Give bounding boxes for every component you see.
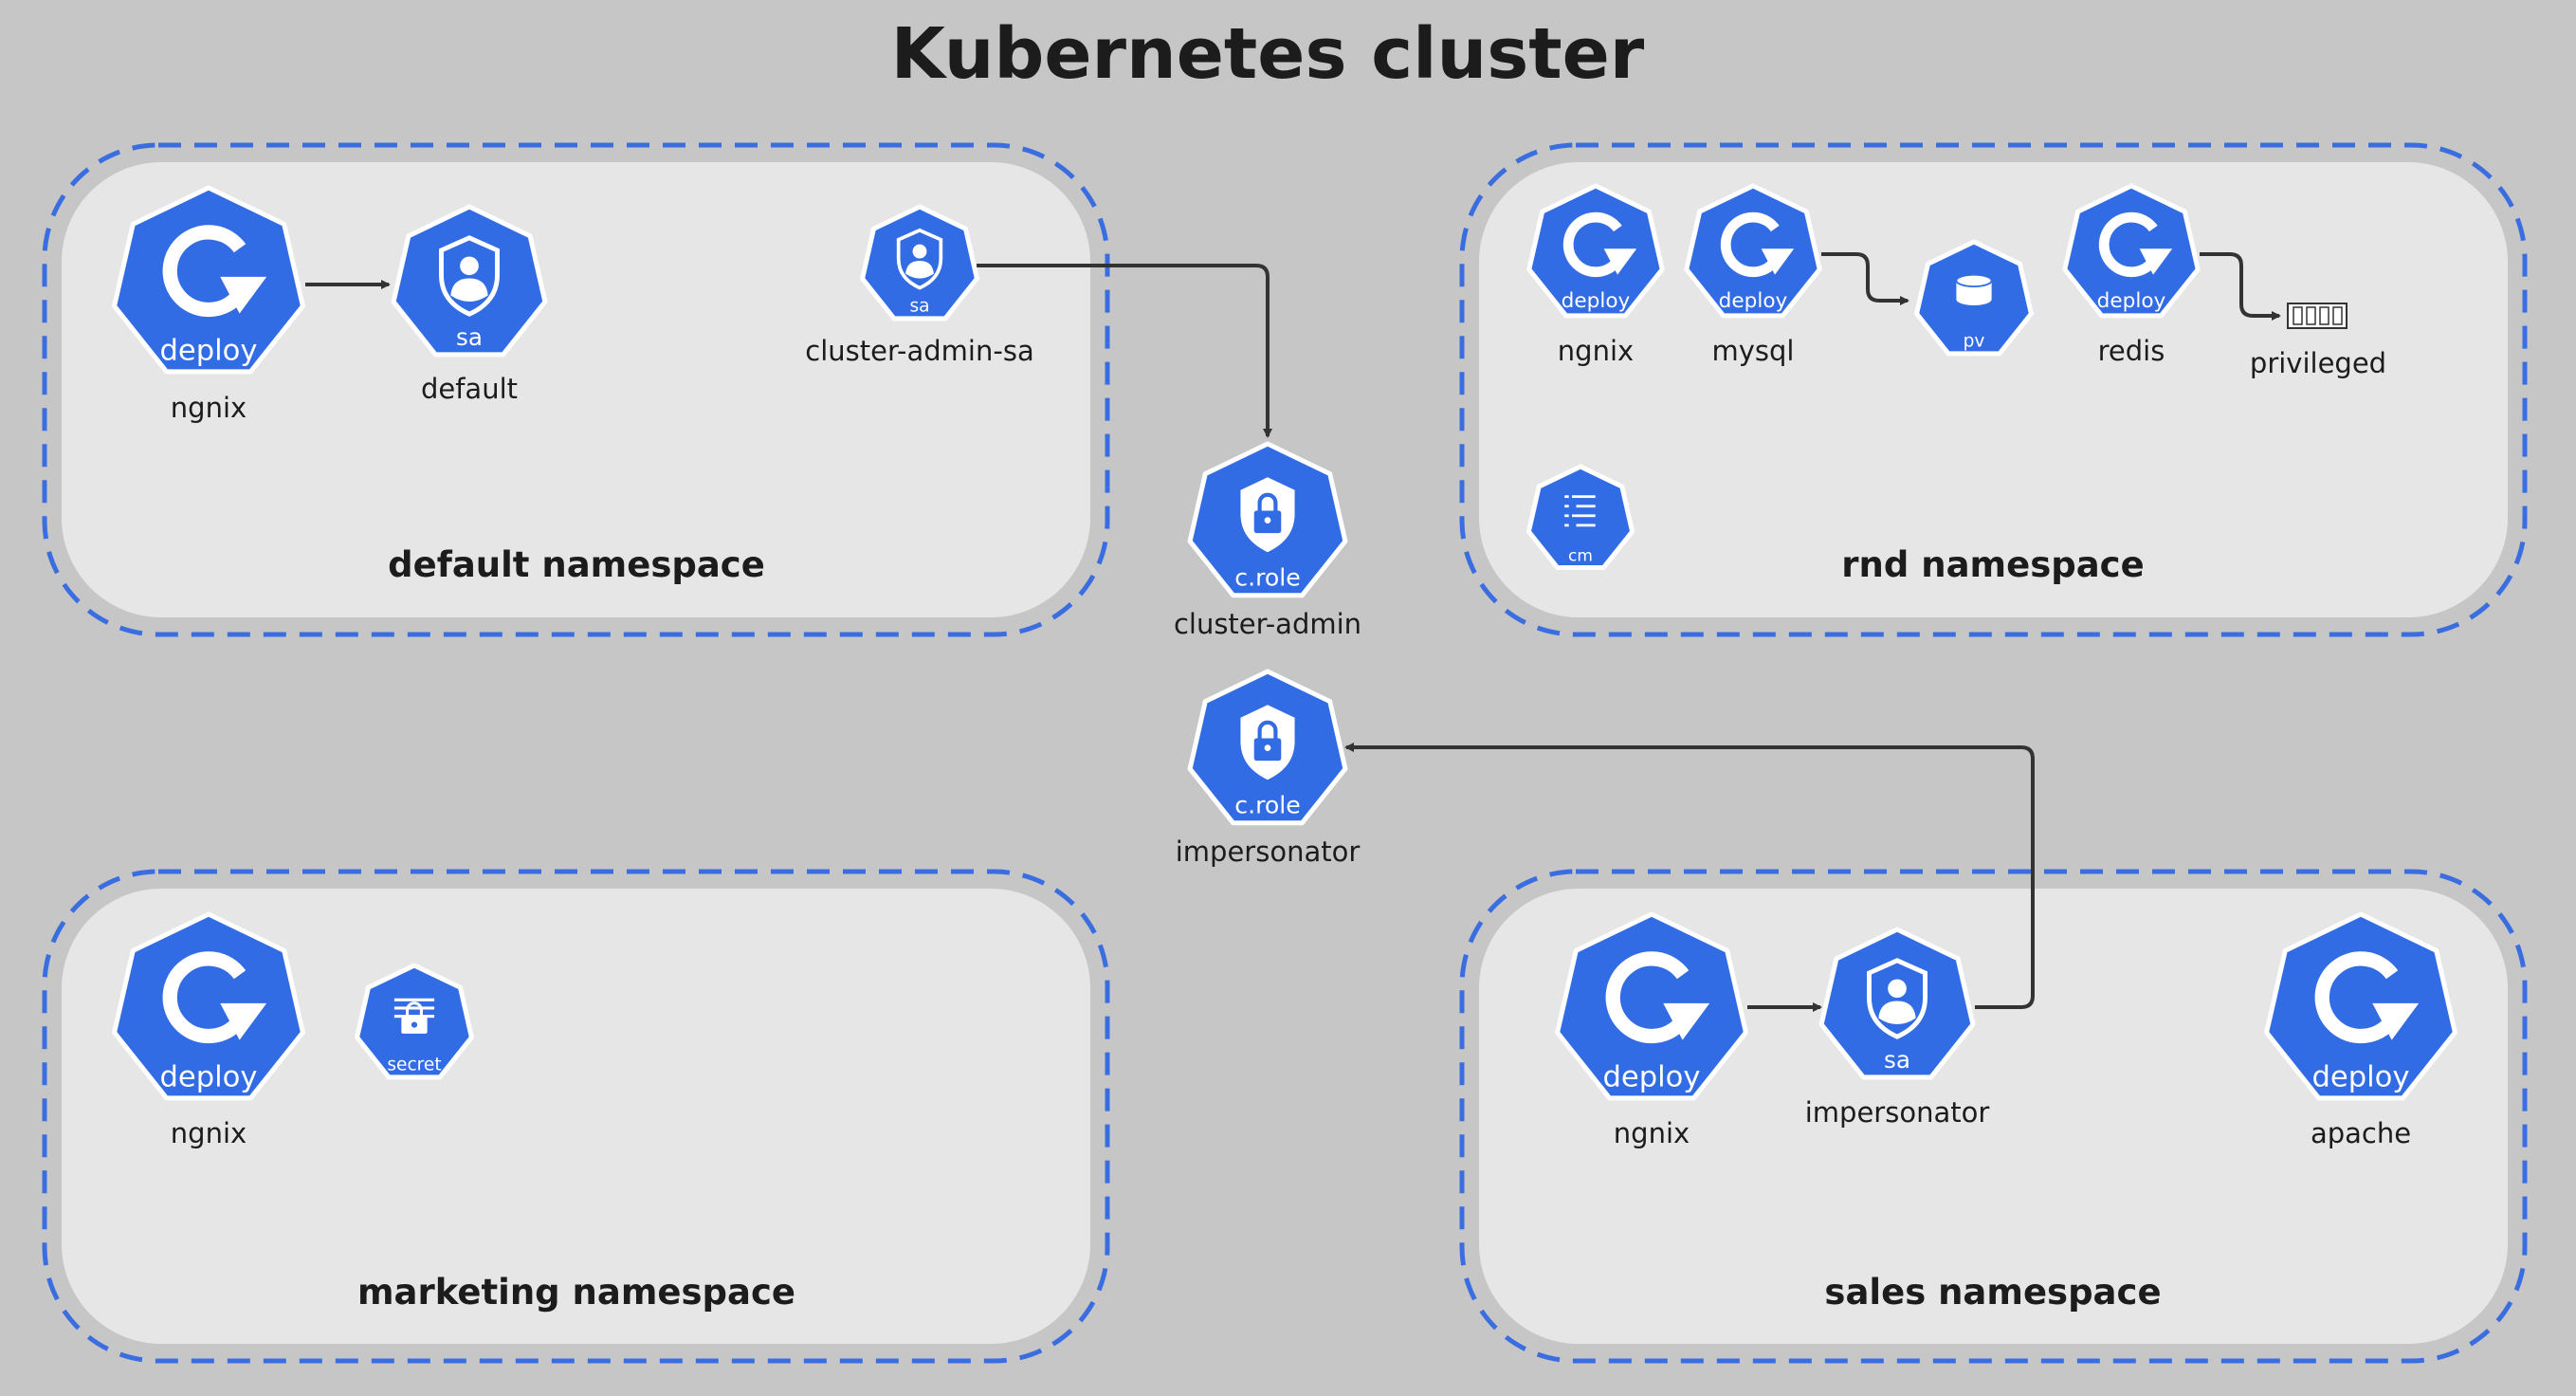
secret-icon [393, 998, 435, 1034]
node-shape [1684, 183, 1822, 319]
node-rnd-pv: pv [1914, 239, 2034, 357]
deploy-icon [1605, 951, 1710, 1044]
node-badge: deploy [1603, 1061, 1701, 1094]
nodes: deploy ngnix sa default sa cluster-admin-sa c.… [112, 183, 2457, 1149]
edges [305, 252, 2281, 1012]
deploy-icon [1562, 211, 1637, 278]
node-shape [1526, 183, 1665, 319]
node-rnd-cm: cm [1526, 464, 1635, 570]
node-badge: deploy [160, 1061, 258, 1094]
node-badge: cm [1568, 547, 1593, 566]
node-badge: deploy [160, 335, 258, 368]
node-badge: deploy [2312, 1061, 2410, 1094]
service-account-icon [1867, 958, 1927, 1039]
cluster-role-icon [1240, 705, 1295, 781]
node-sales-apache: deploy apache [2264, 911, 2457, 1149]
node-label: impersonator [1805, 1096, 1990, 1129]
namespace-label: rnd namespace [1841, 544, 2144, 585]
namespace-label: default namespace [388, 544, 765, 585]
configmap-icon [1564, 495, 1596, 527]
node-default-ngnix: deploy ngnix [112, 185, 305, 424]
node-label: cluster-admin [1174, 608, 1361, 640]
node-label: default [421, 373, 518, 405]
edge-sa-to-impersonator-role [1344, 743, 2035, 1009]
node-badge: pv [1964, 331, 1985, 351]
deploy-icon [1720, 211, 1795, 278]
node-shape [1555, 911, 1748, 1101]
node-shape [112, 911, 305, 1101]
node-badge: deploy [2097, 289, 2166, 313]
node-label: ngnix [1558, 335, 1634, 367]
node-label: privileged [2250, 347, 2386, 379]
node-impersonator-role: c.role impersonator [1176, 669, 1361, 868]
node-shape [2062, 183, 2201, 319]
node-label: mysql [1712, 335, 1795, 367]
edge-redis-to-privileged [2200, 252, 2281, 321]
node-label: redis [2098, 335, 2165, 367]
node-sales-ngnix: deploy ngnix [1555, 911, 1748, 1149]
node-default-sa: sa default [391, 204, 548, 405]
deploy-icon [162, 951, 267, 1044]
node-shape [2264, 911, 2457, 1101]
node-badge: sa [909, 296, 929, 316]
namespace-default: default namespace [42, 142, 1110, 637]
node-cluster-admin-role: c.role cluster-admin [1174, 441, 1361, 640]
node-rnd-privileged: privileged [2250, 303, 2386, 379]
node-label: impersonator [1176, 836, 1361, 868]
deploy-icon [162, 225, 267, 318]
node-cluster-admin-sa: sa cluster-admin-sa [805, 204, 1034, 367]
namespace-label: sales namespace [1824, 1272, 2161, 1313]
deploy-icon [2098, 211, 2173, 278]
node-label: ngnix [171, 392, 247, 424]
node-mkt-ngnix: deploy ngnix [112, 911, 305, 1149]
node-mkt-secret: secret [355, 963, 474, 1080]
node-rnd-ngnix: deploy ngnix [1526, 183, 1665, 367]
node-shape [1526, 464, 1635, 570]
cluster-role-icon [1240, 477, 1295, 553]
deploy-icon [2314, 951, 2420, 1044]
node-label: cluster-admin-sa [805, 335, 1033, 367]
node-sales-sa: sa impersonator [1805, 927, 1990, 1129]
privileged-icon [2287, 303, 2348, 329]
node-label: ngnix [1614, 1117, 1690, 1149]
node-badge: deploy [1719, 289, 1788, 313]
node-label: apache [2311, 1117, 2411, 1149]
service-account-icon [439, 235, 500, 317]
edge-mysql-to-pv [1821, 252, 1909, 305]
node-rnd-mysql: deploy mysql [1684, 183, 1822, 367]
node-badge: sa [1884, 1046, 1910, 1074]
node-label: ngnix [171, 1117, 247, 1149]
node-badge: secret [387, 1055, 441, 1075]
service-account-icon [896, 228, 943, 290]
persistent-volume-icon [1955, 273, 1993, 305]
namespace-marketing: marketing namespace [42, 869, 1110, 1364]
node-badge: c.role [1234, 564, 1301, 592]
edge-cluster-admin-sa-to-cluster-admin [977, 264, 1272, 438]
node-badge: c.role [1234, 792, 1301, 819]
node-rnd-redis: deploy redis [2062, 183, 2201, 367]
namespace-label: marketing namespace [357, 1272, 795, 1313]
node-badge: sa [456, 323, 483, 351]
node-badge: deploy [1562, 289, 1631, 313]
diagram-title: Kubernetes cluster [891, 13, 1645, 95]
node-shape [112, 185, 305, 375]
